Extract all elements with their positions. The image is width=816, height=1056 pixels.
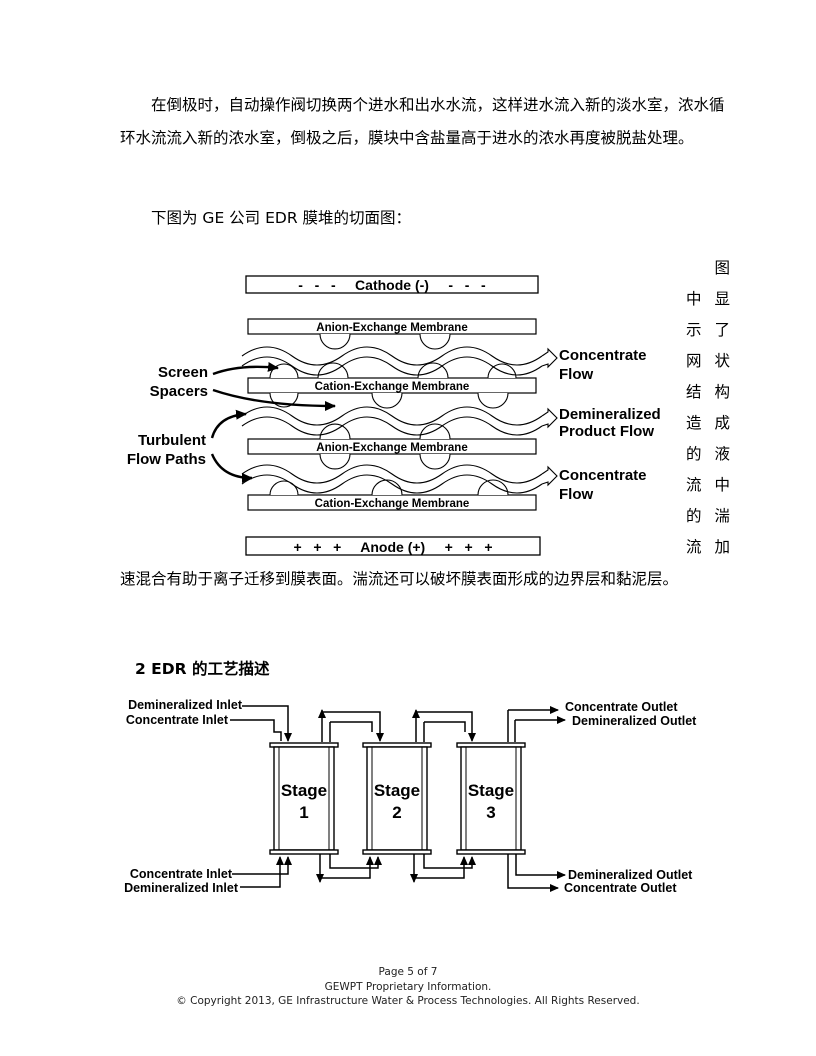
label-flow-2: Flow	[559, 486, 593, 503]
label-product-flow: Product Flow	[559, 423, 654, 440]
membrane-label: Anion-Exchange Membrane	[316, 442, 467, 454]
label-top-demineralized-inlet: Demineralized Inlet	[128, 698, 243, 712]
stage-2-word: Stage	[374, 781, 420, 800]
stage1-bottom-flange	[269, 849, 339, 855]
label-top-concentrate-outlet: Concentrate Outlet	[565, 700, 678, 714]
side-char: 的液	[686, 445, 730, 463]
stage-1-vessel	[273, 746, 335, 851]
screen-spacer-bumps	[269, 333, 517, 496]
membrane-label: Cation-Exchange Membrane	[315, 498, 470, 510]
label-flow-paths: Flow Paths	[127, 451, 206, 468]
label-bottom-demineralized-inlet: Demineralized Inlet	[124, 881, 239, 895]
pointer-arrow-turbulent-1	[210, 409, 247, 439]
anion-membrane-1	[247, 318, 537, 335]
side-char: 造成	[686, 414, 730, 432]
label-bottom-concentrate-inlet: Concentrate Inlet	[130, 867, 233, 881]
label-concentrate-2: Concentrate	[559, 467, 647, 484]
label-top-demineralized-outlet: Demineralized Outlet	[572, 714, 697, 728]
pointer-arrow-spacer-1	[212, 361, 279, 376]
label-flow-1: Flow	[559, 366, 593, 383]
side-char: 示了	[686, 321, 730, 339]
stage-2-number: 2	[392, 803, 401, 822]
label-top-concentrate-inlet: Concentrate Inlet	[126, 713, 229, 727]
pointer-arrow-turbulent-2	[210, 453, 253, 483]
stage-3-word: Stage	[468, 781, 514, 800]
copyright-notice: © Copyright 2013, GE Infrastructure Wate…	[176, 995, 640, 1007]
stage-1-word: Stage	[281, 781, 327, 800]
stage3-bottom-flange	[456, 849, 526, 855]
anion-membrane-2	[247, 438, 537, 455]
label-screen: Screen	[158, 364, 208, 381]
flow-outlet-arrows	[541, 347, 558, 487]
stage-2-vessel	[366, 746, 428, 851]
side-char: 网状	[686, 352, 730, 370]
paragraph-polarity-reversal: 在倒极时，自动操作阀切换两个进水和出水水流，这样进水流入新的淡水室，浓水循环水流…	[120, 96, 725, 147]
stage-3-vessel	[460, 746, 522, 851]
stage-1-number: 1	[299, 803, 308, 822]
anode-label: + + + Anode (+) + + +	[293, 539, 492, 555]
label-bottom-concentrate-outlet: Concentrate Outlet	[564, 881, 677, 895]
page-number: Page 5 of 7	[378, 966, 438, 978]
edr-stack-cross-section-diagram: - - - Cathode (-) - - - Anion-Exchange M…	[127, 275, 661, 556]
edr-process-stage-diagram: Stage 1 Stage 2 Stage 3	[124, 698, 697, 895]
proprietary-notice: GEWPT Proprietary Information.	[324, 980, 492, 993]
side-char: 流加	[686, 538, 730, 556]
side-char: 中显	[686, 290, 730, 308]
side-char: 图	[714, 259, 730, 277]
side-char: 结构	[686, 383, 730, 401]
cathode-label: - - - Cathode (-) - - -	[298, 277, 486, 293]
label-concentrate-1: Concentrate	[559, 347, 647, 364]
cathode-bar	[245, 275, 539, 294]
stage2-bottom-flange	[362, 849, 432, 855]
paragraph-turbulence: 速混合有助于离子迁移到膜表面。湍流还可以破坏膜表面形成的边界层和黏泥层。	[120, 570, 679, 588]
section-heading: 2 EDR 的工艺描述	[135, 660, 270, 678]
pointer-arrow-spacer-2	[212, 388, 336, 411]
side-text-column: 图 中显 示了 网状 结构 造成 的液 流中 的湍 流加	[686, 253, 730, 563]
label-demineralized: Demineralized	[559, 406, 661, 423]
label-bottom-demineralized-outlet: Demineralized Outlet	[568, 868, 693, 882]
membrane-label: Anion-Exchange Membrane	[316, 322, 467, 334]
stage-3-number: 3	[486, 803, 495, 822]
side-char: 的湍	[686, 507, 730, 525]
page-footer: Page 5 of 7 GEWPT Proprietary Informatio…	[0, 965, 816, 1009]
paragraph-figure-intro: 下图为 GE 公司 EDR 膜堆的切面图：	[151, 209, 412, 227]
side-char: 流中	[686, 476, 730, 494]
wavy-flow-channels	[241, 346, 543, 494]
anode-bar	[245, 536, 541, 556]
label-turbulent: Turbulent	[138, 432, 206, 449]
label-spacers: Spacers	[150, 383, 208, 400]
membrane-label: Cation-Exchange Membrane	[315, 381, 470, 393]
